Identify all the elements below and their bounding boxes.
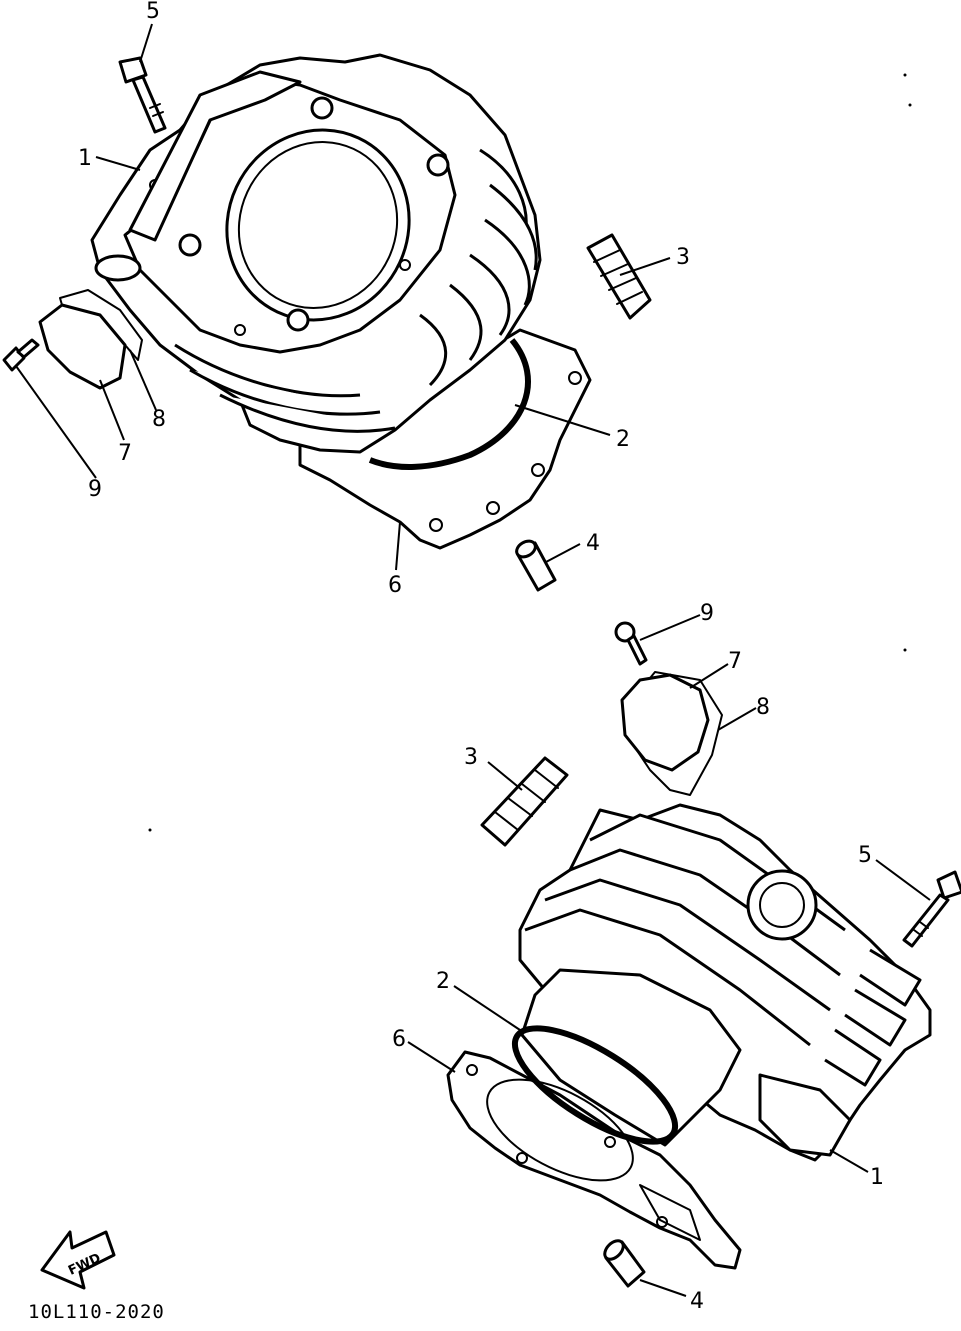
callout-8: 8	[756, 695, 770, 720]
leader-line	[99, 379, 125, 441]
cylinder-fin	[449, 283, 483, 361]
callout-2: 2	[436, 969, 450, 994]
leader-line	[639, 1279, 687, 1297]
upper-screw-9	[2, 338, 40, 372]
cylinder-fin	[219, 393, 396, 433]
cam-chain-tunnel	[128, 70, 302, 242]
callout-9: 9	[700, 601, 714, 626]
cylinder-fin	[859, 948, 922, 1007]
cylinder-fin	[544, 878, 831, 1012]
lower-o-ring	[511, 1025, 679, 1145]
fwd-arrow: FWD	[40, 1230, 116, 1290]
cylinder-fin	[844, 988, 907, 1047]
leader-line	[487, 761, 523, 791]
lower-base-gasket	[446, 1050, 742, 1270]
callout-8: 8	[152, 407, 166, 432]
lower-cam-chain-block	[758, 1073, 852, 1157]
callout-3: 3	[464, 745, 478, 770]
stud-hole	[310, 96, 334, 120]
speck	[903, 73, 907, 77]
lower-sleeve-3	[480, 756, 569, 847]
leader-line	[139, 23, 153, 63]
gasket-hole	[604, 1136, 616, 1148]
upper-o-ring	[368, 338, 531, 470]
leader-line	[829, 1149, 869, 1173]
stud-hole	[178, 233, 202, 257]
leader-line	[95, 156, 141, 171]
callout-2: 2	[616, 427, 630, 452]
diagram-code: 10L110-2020	[28, 1301, 165, 1323]
lower-assembly: 9 7 8 3 5 2 6 1 4	[392, 601, 961, 1314]
upper-assembly: 5 1 3 2 4 6 8 7 9	[2, 0, 690, 598]
callout-5: 5	[858, 843, 872, 868]
speck	[908, 103, 912, 107]
upper-dowel-pin-4	[515, 539, 557, 592]
cylinder-fin	[189, 368, 381, 416]
callout-7: 7	[728, 649, 742, 674]
callout-4: 4	[690, 1289, 704, 1314]
callout-6: 6	[388, 573, 402, 598]
gasket-hole	[656, 1216, 668, 1228]
upper-dowel-3	[586, 233, 652, 320]
gasket-hole	[466, 1064, 478, 1076]
lower-cylinder-sleeve	[520, 968, 742, 1147]
small-hole	[234, 324, 246, 336]
side-port-inner	[759, 882, 805, 928]
leader-line	[514, 404, 611, 436]
gasket-chain-slot	[639, 1184, 701, 1241]
leader-line	[619, 257, 671, 276]
lower-side-port	[746, 869, 818, 941]
cylinder-fin	[569, 848, 841, 977]
callout-6: 6	[392, 1027, 406, 1052]
gasket-hole	[516, 1152, 528, 1164]
gasket-hole	[429, 518, 443, 532]
gasket-bore	[486, 1078, 634, 1182]
leader-line	[717, 707, 757, 731]
stud-hole	[286, 308, 310, 332]
leader-line	[639, 614, 701, 641]
bore-inner-ring	[237, 141, 399, 309]
leader-line	[875, 859, 931, 901]
upper-cover-7	[38, 303, 127, 390]
leader-line	[545, 543, 581, 563]
callout-3: 3	[676, 245, 690, 270]
callout-1: 1	[870, 1165, 884, 1190]
cylinder-fin	[469, 253, 511, 336]
leader-line	[129, 349, 157, 411]
gasket-hole	[486, 501, 500, 515]
leader-line	[395, 521, 401, 571]
gasket-hole	[531, 463, 545, 477]
cylinder-fin	[484, 218, 531, 306]
lower-cover-7	[620, 673, 710, 772]
lower-bolt-5	[902, 870, 961, 948]
cylinder-fin	[174, 343, 361, 398]
side-port	[94, 254, 142, 282]
leader-line	[689, 663, 729, 689]
speck	[903, 648, 907, 652]
callout-4: 4	[586, 531, 600, 556]
upper-gasket-8	[59, 289, 143, 361]
cylinder-fin	[824, 1028, 882, 1087]
gasket-hole	[568, 371, 582, 385]
upper-bolt-5	[118, 56, 167, 134]
upper-base-gasket	[298, 328, 592, 550]
callout-1: 1	[78, 146, 92, 171]
callout-7: 7	[118, 441, 132, 466]
stud-hole	[426, 153, 450, 177]
callout-9: 9	[88, 477, 102, 502]
cylinder-fin	[524, 908, 811, 1047]
callout-5: 5	[146, 0, 160, 24]
lower-dowel-pin-4	[603, 1239, 646, 1288]
speck	[148, 828, 152, 832]
cylinder-fin	[489, 183, 538, 271]
cylinder-fin	[419, 313, 448, 387]
leader-line	[15, 365, 97, 479]
leader-line	[407, 1041, 456, 1073]
lower-screw-9	[614, 621, 648, 666]
leader-line	[453, 985, 521, 1031]
small-hole	[399, 259, 411, 271]
